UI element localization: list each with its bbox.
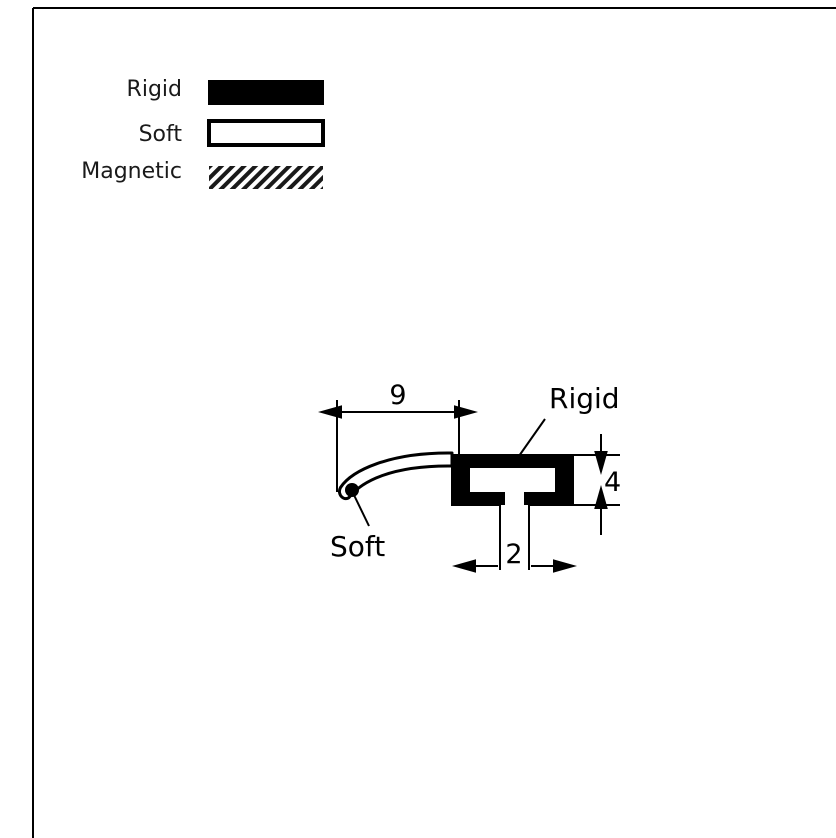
width-dimension-value: 9 <box>389 380 406 411</box>
soft-leader-dot <box>345 483 359 497</box>
legend-swatch-soft <box>207 119 325 147</box>
height-dimension-value: 4 <box>604 467 621 498</box>
rigid-callout-group: Rigid <box>518 382 620 457</box>
rigid-body-cavity <box>470 468 555 505</box>
soft-lip-shape <box>338 451 454 501</box>
slot-dimension-group: 2 <box>452 505 577 573</box>
page-frame <box>32 7 836 838</box>
legend-label-rigid: Rigid <box>127 77 182 102</box>
legend-swatch-magnetic <box>209 166 323 189</box>
legend-item-soft: Soft <box>139 119 325 147</box>
legend-item-rigid: Rigid <box>127 77 324 105</box>
legend-item-magnetic: Magnetic <box>81 159 323 189</box>
profile-cross-section <box>338 451 574 506</box>
height-dimension-group: 4 <box>573 434 621 535</box>
soft-leader-line <box>352 492 370 527</box>
slot-dimension-value: 2 <box>505 539 522 570</box>
rigid-leader-line <box>518 418 546 457</box>
soft-callout-label: Soft <box>330 530 385 563</box>
rigid-bottom-left-foot <box>452 492 505 505</box>
legend-swatch-rigid <box>208 80 324 105</box>
rigid-bottom-right-foot <box>524 492 573 505</box>
rigid-top-web <box>452 455 573 468</box>
legend-label-magnetic: Magnetic <box>81 159 182 184</box>
soft-callout-group: Soft <box>330 483 385 563</box>
width-dimension-group: 9 <box>318 380 478 492</box>
legend-label-soft: Soft <box>139 122 183 147</box>
legend: Rigid Soft Magnetic <box>81 77 325 189</box>
rigid-callout-label: Rigid <box>549 382 620 415</box>
